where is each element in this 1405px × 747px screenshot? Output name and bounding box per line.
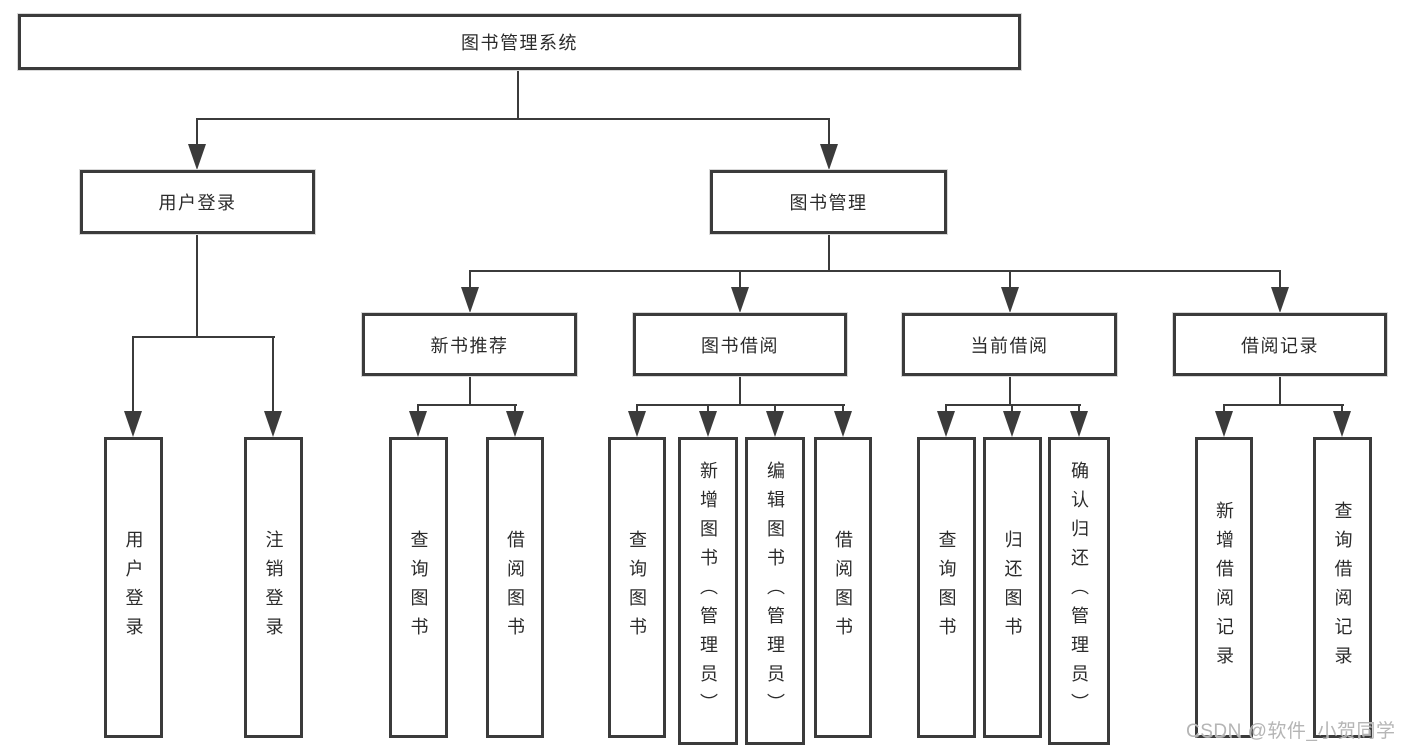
leaf-query-borrow-record: 查询借阅记录 [1313,437,1372,738]
arrowhead-leaf-icon [1070,411,1088,437]
edge-login-drop [132,336,134,416]
leaf-borrow-books-2: 借阅图书 [814,437,872,738]
edge-user-login-branch [132,336,275,338]
node-book-borrowing-label: 图书借阅 [701,335,779,356]
edge-leaf-drop [514,404,516,416]
leaf-add-borrow-record-label: 新增借阅记录 [1214,500,1234,675]
edge-leaf-drop [1078,404,1080,416]
arrowhead-logout-icon [264,411,282,437]
arrowhead-new-book-icon [461,287,479,313]
leaf-edit-book-admin-label: 编辑图书（管理员） [765,460,785,722]
leaf-query-books-1: 查询图书 [389,437,448,738]
edge-current-stem [1009,376,1011,406]
leaf-add-book-admin: 新增图书（管理员） [678,437,738,745]
leaf-add-book-admin-label: 新增图书（管理员） [698,460,718,722]
edge-record-stem [1279,376,1281,406]
edge-new-book-stem [469,376,471,406]
edge-root-stem [517,70,519,119]
arrowhead-leaf-icon [1333,411,1351,437]
leaf-borrow-books-1-label: 借阅图书 [505,529,525,646]
edge-book-mgmt-stem [828,234,830,272]
leaf-borrow-books-1: 借阅图书 [486,437,544,738]
arrowhead-leaf-icon [1215,411,1233,437]
leaf-query-books-2: 查询图书 [608,437,666,738]
edge-borrow-stem [739,376,741,406]
edge-leaf-drop [417,404,419,416]
arrowhead-leaf-icon [699,411,717,437]
node-user-login-label: 用户登录 [158,193,237,213]
leaf-borrow-books-2-label: 借阅图书 [833,529,853,646]
leaf-query-books-3: 查询图书 [917,437,976,738]
edge-record-leaf-branch [1223,404,1344,406]
leaf-return-books-label: 归还图书 [1002,529,1023,646]
leaf-query-books-2-label: 查询图书 [627,529,647,646]
edge-current-drop [1009,270,1011,292]
leaf-confirm-return-admin-label: 确认归还（管理员） [1069,460,1089,722]
node-current-borrowing-label: 当前借阅 [970,335,1049,356]
node-borrowing-records-label: 借阅记录 [1241,335,1319,356]
arrowhead-book-mgmt-icon [820,144,838,170]
arrowhead-current-icon [1001,287,1019,313]
arrowhead-leaf-icon [766,411,784,437]
edge-leaf-drop [945,404,947,416]
leaf-user-login: 用户登录 [104,437,163,738]
edge-logout-drop [272,336,274,416]
edge-leaf-drop [774,404,776,416]
node-new-book-recommend-label: 新书推荐 [430,335,509,356]
edge-level2-branch [196,118,830,120]
edge-user-login-drop [196,118,198,148]
leaf-logout: 注销登录 [244,437,303,738]
arrowhead-leaf-icon [834,411,852,437]
arrowhead-leaf-icon [1003,411,1021,437]
leaf-add-borrow-record: 新增借阅记录 [1195,437,1253,738]
edge-leaf-drop [1341,404,1343,416]
edge-book-mgmt-drop [828,118,830,148]
leaf-edit-book-admin: 编辑图书（管理员） [745,437,805,745]
node-user-login: 用户登录 [80,170,315,234]
edge-record-drop [1279,270,1281,292]
edge-leaf-drop [636,404,638,416]
edge-new-book-leaf-branch [417,404,517,406]
leaf-query-books-3-label: 查询图书 [936,529,957,646]
arrowhead-login-icon [124,411,142,437]
leaf-confirm-return-admin: 确认归还（管理员） [1048,437,1110,745]
node-book-management: 图书管理 [710,170,947,234]
node-borrowing-records: 借阅记录 [1173,313,1387,376]
leaf-user-login-label: 用户登录 [123,529,144,646]
edge-leaf-drop [1011,404,1013,416]
edge-new-book-drop [469,270,471,292]
arrowhead-borrow-icon [731,287,749,313]
node-library-system-label: 图书管理系统 [461,33,578,53]
watermark: CSDN @软件_小贺同学 [1186,721,1396,742]
edge-current-leaf-branch [945,404,1081,406]
leaf-return-books: 归还图书 [983,437,1042,738]
node-book-borrowing: 图书借阅 [633,313,847,376]
edge-borrow-leaf-branch [636,404,845,406]
edge-leaf-drop [707,404,709,416]
edge-leaf-drop [1223,404,1225,416]
leaf-query-borrow-record-label: 查询借阅记录 [1332,500,1353,675]
edge-borrow-drop [739,270,741,292]
arrowhead-leaf-icon [409,411,427,437]
node-book-management-label: 图书管理 [789,193,868,213]
edge-level3-branch [469,270,1281,272]
edge-user-login-stem [196,234,198,338]
leaf-query-books-1-label: 查询图书 [408,529,429,646]
arrowhead-record-icon [1271,287,1289,313]
node-new-book-recommend: 新书推荐 [362,313,577,376]
node-current-borrowing: 当前借阅 [902,313,1117,376]
edge-leaf-drop [842,404,844,416]
arrowhead-user-login-icon [188,144,206,170]
node-library-system: 图书管理系统 [18,14,1021,70]
arrowhead-leaf-icon [937,411,955,437]
arrowhead-leaf-icon [628,411,646,437]
arrowhead-leaf-icon [506,411,524,437]
leaf-logout-label: 注销登录 [263,529,284,646]
